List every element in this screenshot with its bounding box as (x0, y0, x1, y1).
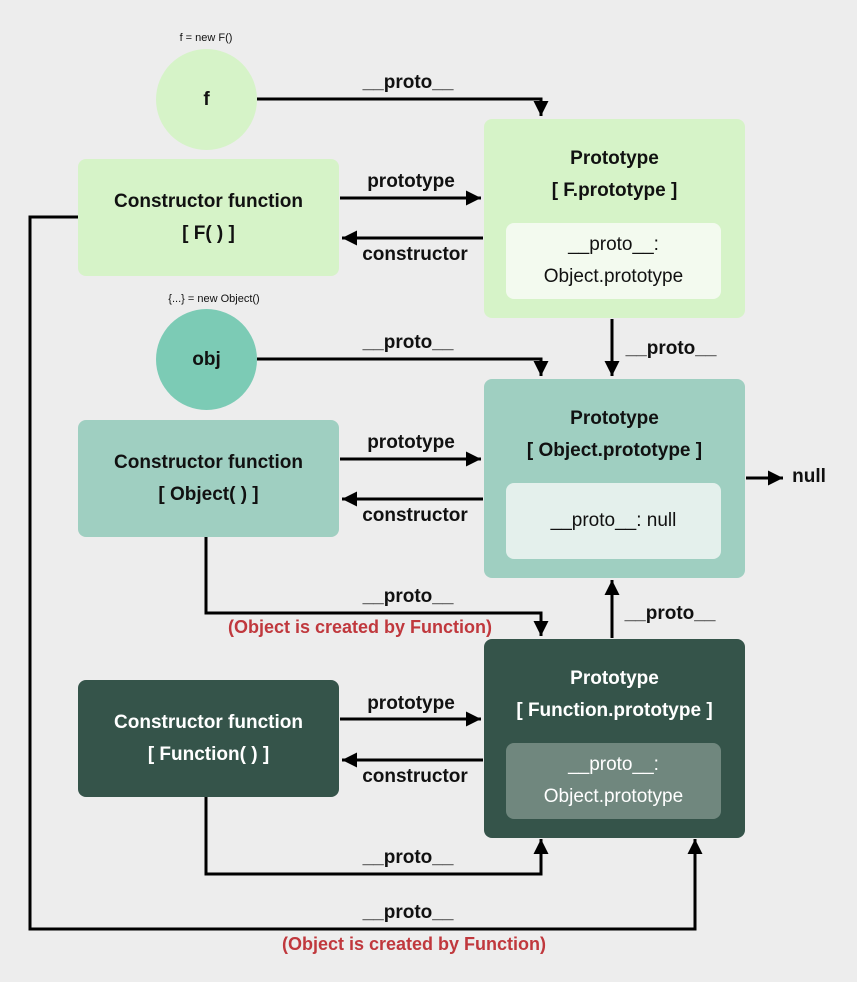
label-Function-constructor: constructor (362, 766, 468, 787)
f-caption: f = new F() (179, 32, 233, 44)
F-constructor-box: Constructor function [ F( ) ] (78, 159, 339, 276)
Object-constructor-name: [ Object( ) ] (158, 483, 259, 505)
Function-constructor-title: Constructor function (114, 711, 303, 733)
note-object-created-by-function-1: (Object is created by Function) (227, 617, 493, 637)
arrow-obj-proto (257, 357, 549, 376)
label-null: null (792, 466, 826, 487)
f-instance-label: f (203, 88, 210, 110)
f-instance-circle: f (156, 49, 257, 150)
Object-prototype-name: [ Object.prototype ] (526, 440, 703, 461)
label-F-constructor: constructor (362, 244, 468, 265)
label-F-prototype: prototype (367, 171, 455, 192)
F-prototype-proto-value: Object.prototype (543, 266, 684, 287)
Function-constructor-box: Constructor function [ Function( ) ] (78, 680, 339, 797)
label-Object-prototype: prototype (367, 432, 455, 453)
label-Function-prototype: prototype (367, 693, 455, 714)
Function-prototype-proto-key: __proto__: (568, 754, 659, 775)
obj-caption: {...} = new Object() (168, 293, 260, 305)
label-Object-constructor: constructor (362, 505, 468, 526)
Object-prototype-proto-slot: __proto__: null (506, 483, 721, 559)
Function-prototype-box: Prototype [ Function.prototype ] __proto… (484, 639, 745, 838)
Object-prototype-box: Prototype [ Object.prototype ] __proto__… (484, 379, 745, 578)
F-prototype-box: Prototype [ F.prototype ] __proto__: Obj… (484, 119, 745, 318)
label-f-proto: __proto__ (362, 72, 454, 93)
obj-instance-label: obj (192, 348, 221, 370)
Function-constructor-name: [ Function( ) ] (147, 743, 270, 765)
note-object-created-by-function-2: (Object is created by Function) (281, 934, 547, 954)
Function-prototype-proto-value: Object.prototype (543, 786, 684, 807)
arrow-F-proto-outer (28, 215, 703, 931)
Object-prototype-title: Prototype (570, 408, 659, 429)
label-Functionprototype-proto: __proto__ (624, 603, 716, 624)
arrow-Function-proto (204, 797, 549, 876)
F-prototype-proto-key: __proto__: (568, 234, 659, 255)
arrow-Object-proto (204, 537, 549, 636)
label-F-proto-outer: __proto__ (362, 902, 454, 923)
F-prototype-proto-slot: __proto__: Object.prototype (506, 223, 721, 299)
arrow-f-proto (257, 97, 549, 116)
Object-constructor-box: Constructor function [ Object( ) ] (78, 420, 339, 537)
label-Fprototype-proto: __proto__ (625, 338, 717, 359)
Object-prototype-proto-value: __proto__: null (550, 510, 677, 531)
F-prototype-name: [ F.prototype ] (551, 180, 678, 201)
Function-prototype-name: [ Function.prototype ] (516, 700, 713, 721)
Function-prototype-proto-slot: __proto__: Object.prototype (506, 743, 721, 819)
obj-instance-circle: obj (156, 309, 257, 410)
label-obj-proto: __proto__ (362, 332, 454, 353)
Function-prototype-title: Prototype (570, 668, 659, 689)
F-constructor-name: [ F( ) ] (182, 222, 235, 244)
label-Function-proto: __proto__ (362, 847, 454, 868)
F-prototype-title: Prototype (570, 148, 659, 169)
label-Object-proto: __proto__ (362, 586, 454, 607)
Object-constructor-title: Constructor function (114, 451, 303, 473)
F-constructor-title: Constructor function (114, 190, 303, 212)
